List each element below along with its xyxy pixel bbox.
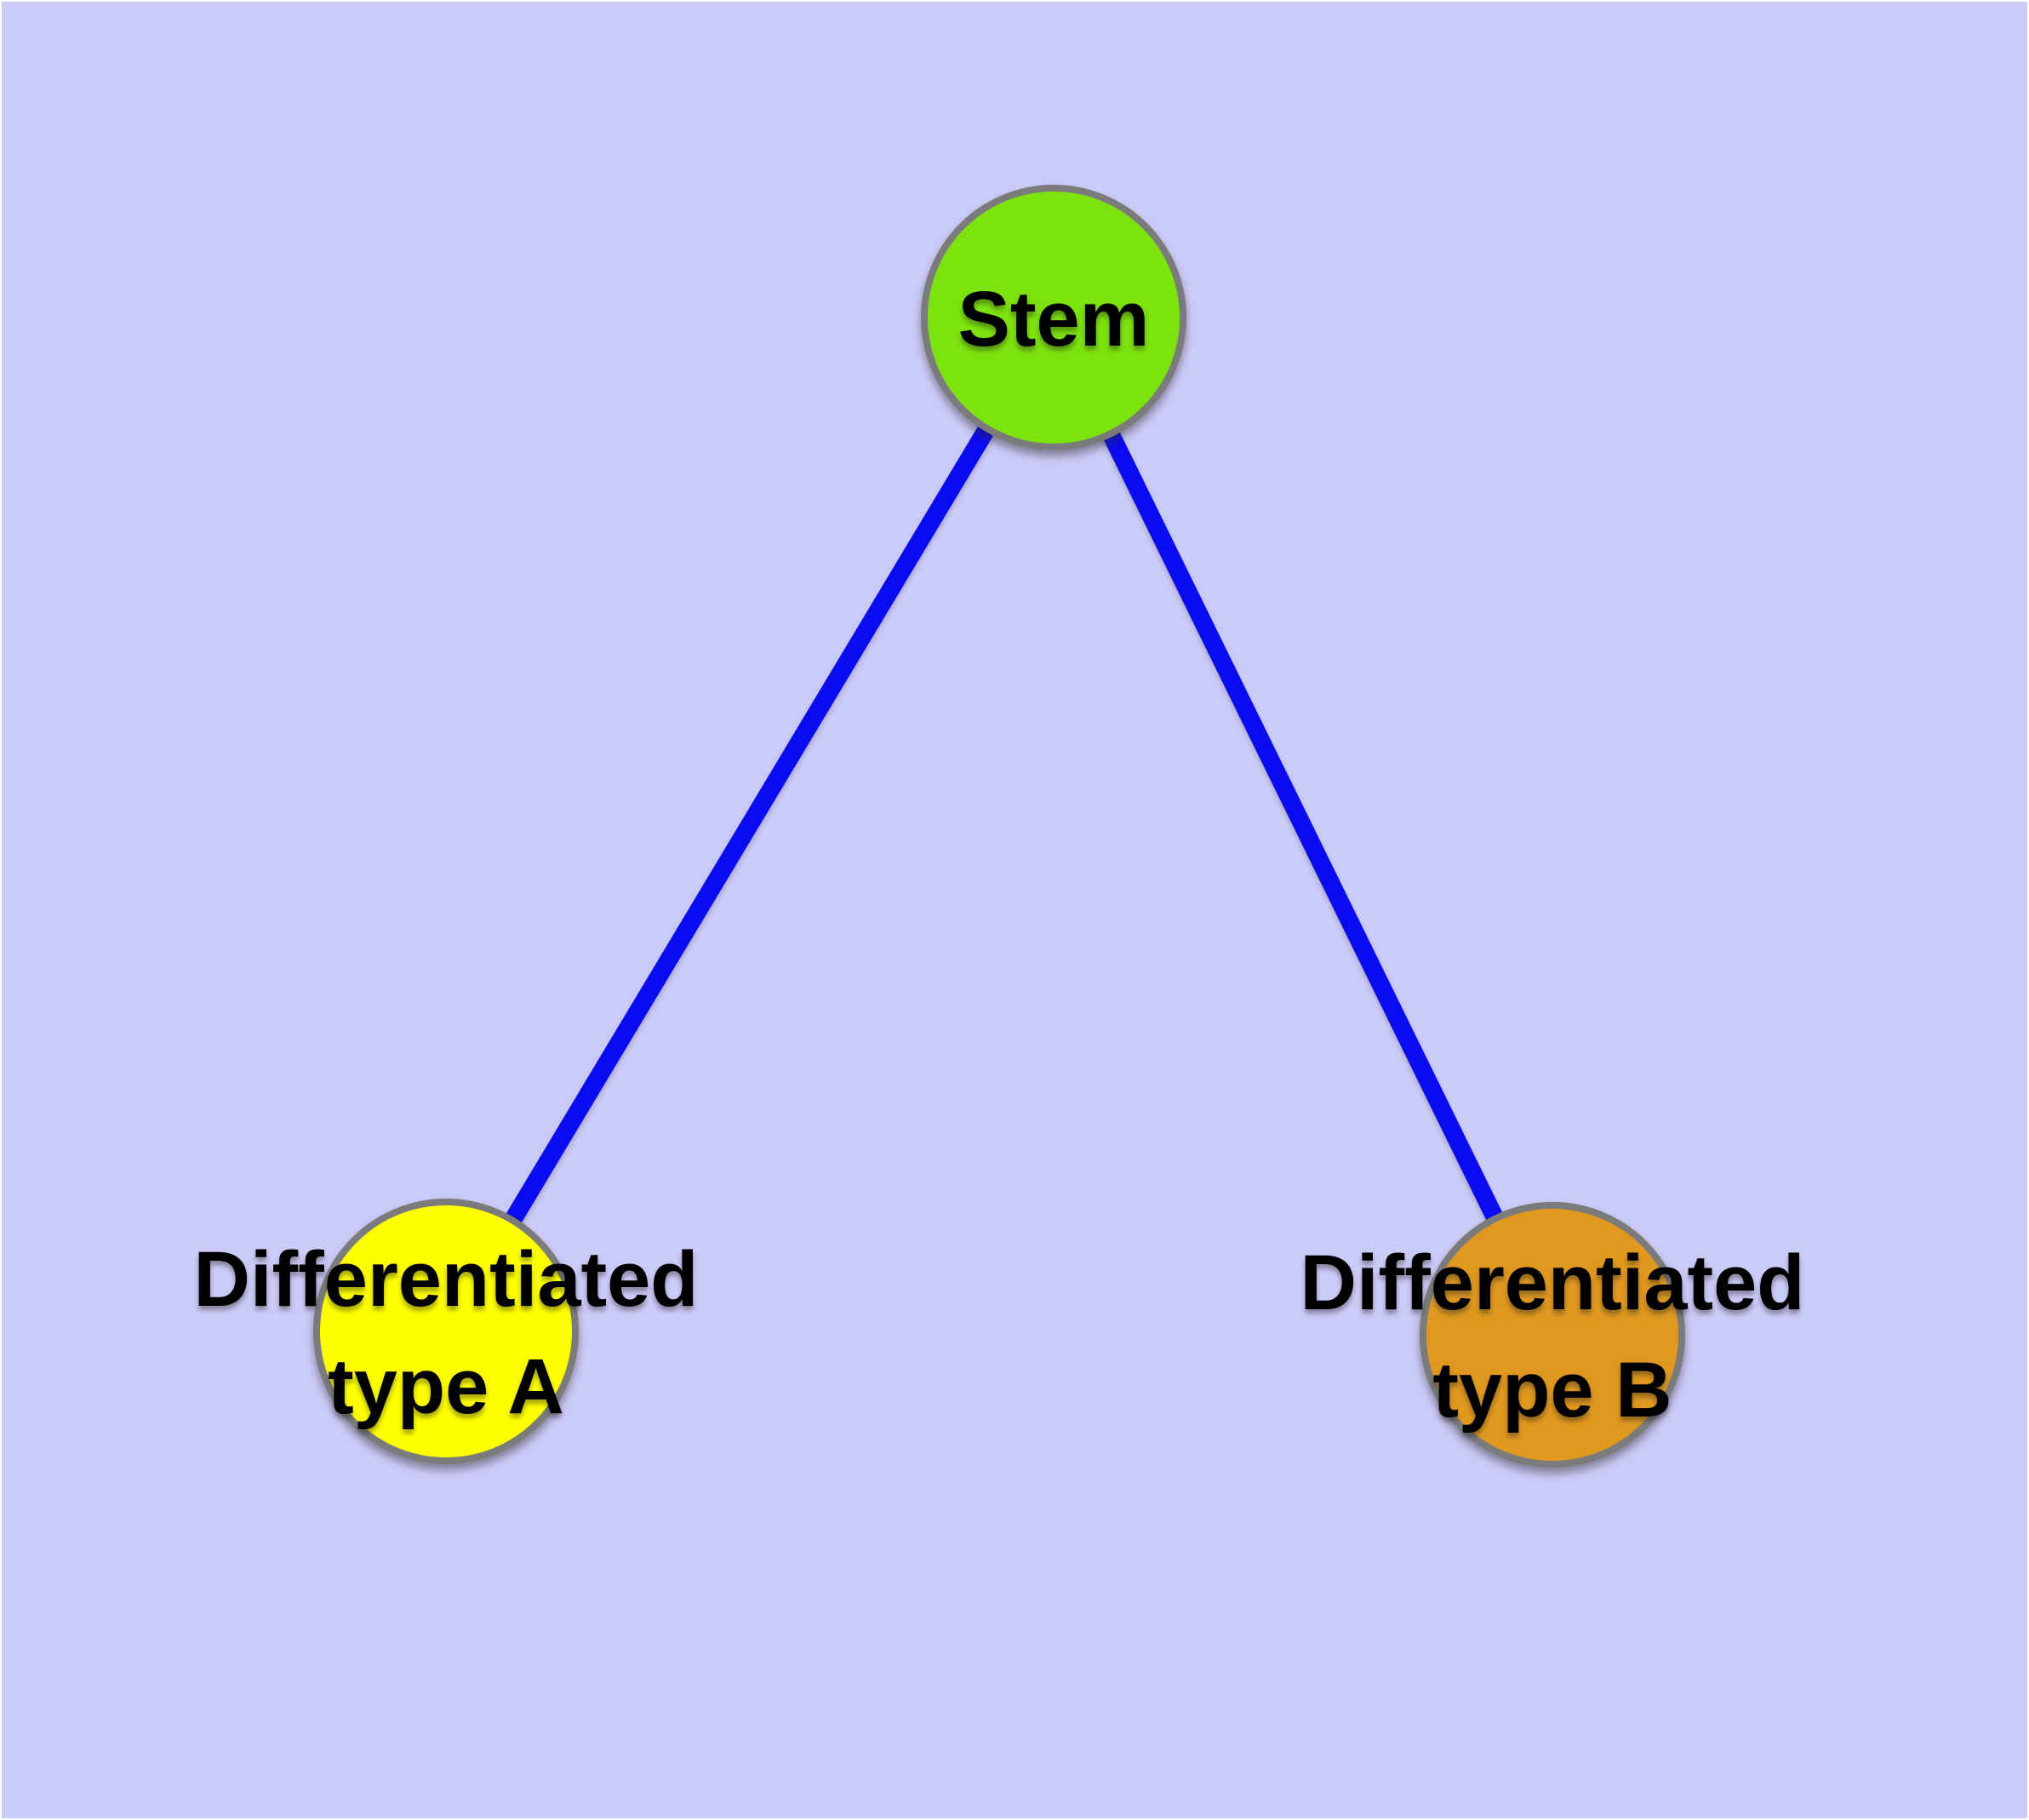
edge-stem-type-a (437, 312, 1062, 1336)
node-stem-circle (921, 185, 1186, 450)
node-stem-label: Stem (958, 276, 1150, 363)
edges-layer (437, 312, 1561, 1339)
node-type-a-circle (313, 1199, 579, 1464)
node-type-b-circle (1420, 1202, 1685, 1468)
node-stem: Stem (921, 185, 1186, 450)
edge-stem-type-b (1045, 313, 1561, 1339)
